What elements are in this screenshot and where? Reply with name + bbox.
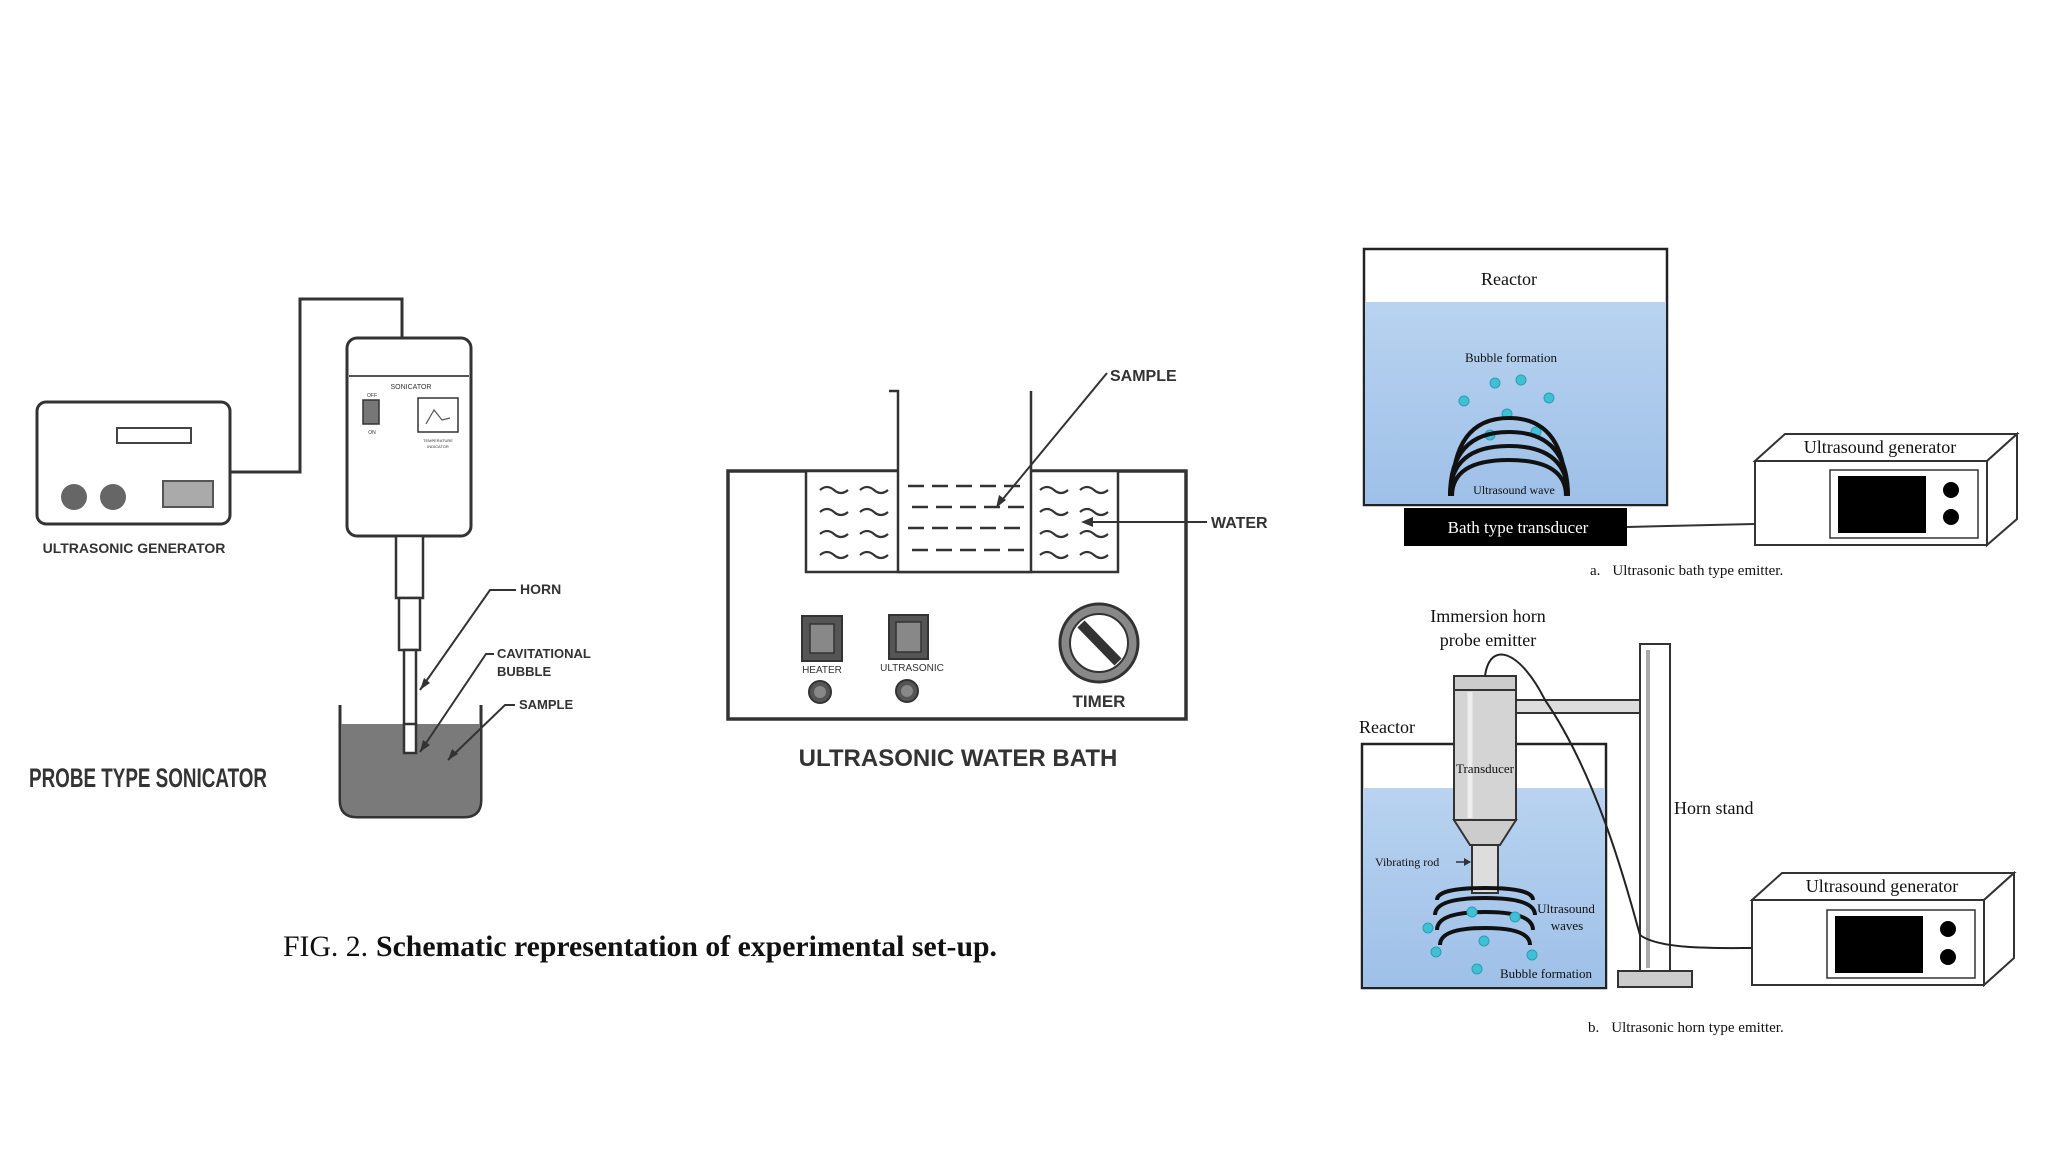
horn-ultrasound-wave-arcs [1433,885,1537,946]
bath-sample-label: SAMPLE [1110,368,1177,385]
horn-middle [397,596,422,652]
horn-reactor-label: Reactor [1359,717,1415,737]
bath-wave-label: Ultrasound wave [1473,483,1555,497]
sonicator-brand: SONICATOR [391,384,432,391]
bath-generator-panel [1829,469,1979,539]
bath-type-emitter-diagram: Reactor Bubble formation Ultrasound wave… [1362,247,2020,579]
cavitational-label: CAVITATIONAL [497,646,591,661]
arrow-head-icon [996,495,1006,508]
bath-caption: a. Ultrasonic bath type emitter. [1590,563,1783,579]
water-bath-diagram: SAMPLE WATER HEATER ULTRASONIC TIMER ULT… [726,368,1268,772]
horn-generator-panel [1826,909,1976,979]
horn-caption-text: Ultrasonic horn type emitter. [1611,1020,1783,1036]
horn-vibrating-rod [1471,844,1499,894]
horn-generator-knob-icon [1940,921,1956,937]
arrow-head-icon [448,749,458,760]
sample-leader [997,372,1108,506]
gauge-caption: TEMPERATURE [423,438,453,443]
arrow-head-icon [1081,517,1093,527]
horn-waves-label: Ultrasound [1537,901,1595,916]
generator-knob-icon [100,484,126,510]
generator-display-slot [116,427,192,444]
figure-caption-text: Schematic representation of experimental… [376,930,997,963]
generator-panel-button [162,480,214,508]
cavitational-leader [419,653,494,753]
sample-leader [447,704,515,761]
horn-generator-screen [1835,916,1923,973]
power-switch [362,399,380,425]
gauge-needle-icon [425,408,451,425]
ultrasonic-label: ULTRASONIC [880,663,944,674]
heater-indicator-center [814,686,826,698]
probe-sonicator-diagram: ULTRASONIC GENERATOR SONICATOR OFF ON TE… [29,297,591,819]
arrow-head-icon [420,740,430,752]
horn-generator-knob-icon [1940,949,1956,965]
water-waves [819,485,1109,560]
horn-stand-label: Horn stand [1674,798,1754,818]
timer-pointer-icon [1077,620,1122,666]
probe-diagram-title: PROBE TYPE SONICATOR [29,763,267,793]
bath-transducer-label: Bath type transducer [1448,518,1589,537]
switch-off-label: OFF [367,393,377,399]
horn-rod-label: Vibrating rod [1375,855,1439,869]
bath-transducer [1404,508,1627,546]
bath-generator-knob-icon [1943,482,1959,498]
heater-switch-inner [809,623,835,654]
horn-probe-label: Immersion horn [1430,606,1545,626]
bath-beaker [889,389,1033,574]
generator-knob-icon [61,484,87,510]
ultrasonic-indicator-center [901,685,913,697]
horn-stand-pole [1639,643,1671,972]
bath-cable [1626,523,1755,528]
water-label: WATER [1211,515,1268,532]
figure-caption-prefix: FIG. 2. [283,930,368,963]
horn-probe-cable [1484,653,1753,950]
sonicator-body [345,336,473,538]
horn-tip-immersed [402,722,418,755]
horn-waves-label: waves [1551,918,1584,933]
horn-bubble-label: Bubble formation [1500,966,1593,981]
bath-generator-screen [1838,476,1926,533]
figure-caption: FIG. 2.Schematic representation of exper… [283,930,997,963]
bath-caption-text: Ultrasonic bath type emitter. [1612,563,1783,579]
horn-upper [394,534,425,600]
bath-generator-knob-icon [1943,509,1959,525]
horn-probe-body [1453,689,1517,821]
generator-label: ULTRASONIC GENERATOR [43,540,226,556]
bath-bubble-label: Bubble formation [1465,350,1558,365]
horn-probe-cap [1453,675,1517,691]
bath-reactor-label: Reactor [1481,269,1537,289]
ultrasound-wave-arcs [1448,415,1570,497]
sample-liquid-dashes [908,484,1024,552]
switch-on-label: ON [368,430,376,436]
horn-probe-label: probe emitter [1440,630,1536,650]
horn-caption: b. Ultrasonic horn type emitter. [1588,1020,1784,1036]
horn-type-emitter-diagram: Immersion horn probe emitter Reactor Hor… [1359,606,2017,1036]
horn-stand-arm [1514,699,1641,714]
ultrasonic-switch-inner [895,621,922,653]
arrow-head-icon [1464,858,1471,866]
timer-label: TIMER [1073,692,1126,711]
generator-cable [230,297,404,474]
gauge-caption: INDICATOR [427,444,449,449]
bath-caption-letter: a. [1590,563,1600,579]
heater-label: HEATER [802,665,842,676]
probe-sample-label: SAMPLE [519,697,574,712]
probe-sample-liquid [341,724,480,816]
horn-transducer-label: Transducer [1456,761,1515,776]
horn-leader [419,589,516,691]
horn-bubbles [1422,906,1538,975]
probe-beaker [338,705,483,819]
cavitational-label: BUBBLE [497,664,551,679]
horn-generator-label: Ultrasound generator [1806,876,1958,896]
horn-probe-taper [1452,819,1518,846]
bath-reactor-liquid [1365,302,1666,504]
arrow-head-icon [420,678,430,690]
bath-generator-label: Ultrasound generator [1804,437,1956,457]
water-bath-title: ULTRASONIC WATER BATH [799,745,1118,772]
horn-stand-base [1617,970,1693,988]
horn-caption-letter: b. [1588,1020,1599,1036]
horn-label: HORN [520,581,561,597]
